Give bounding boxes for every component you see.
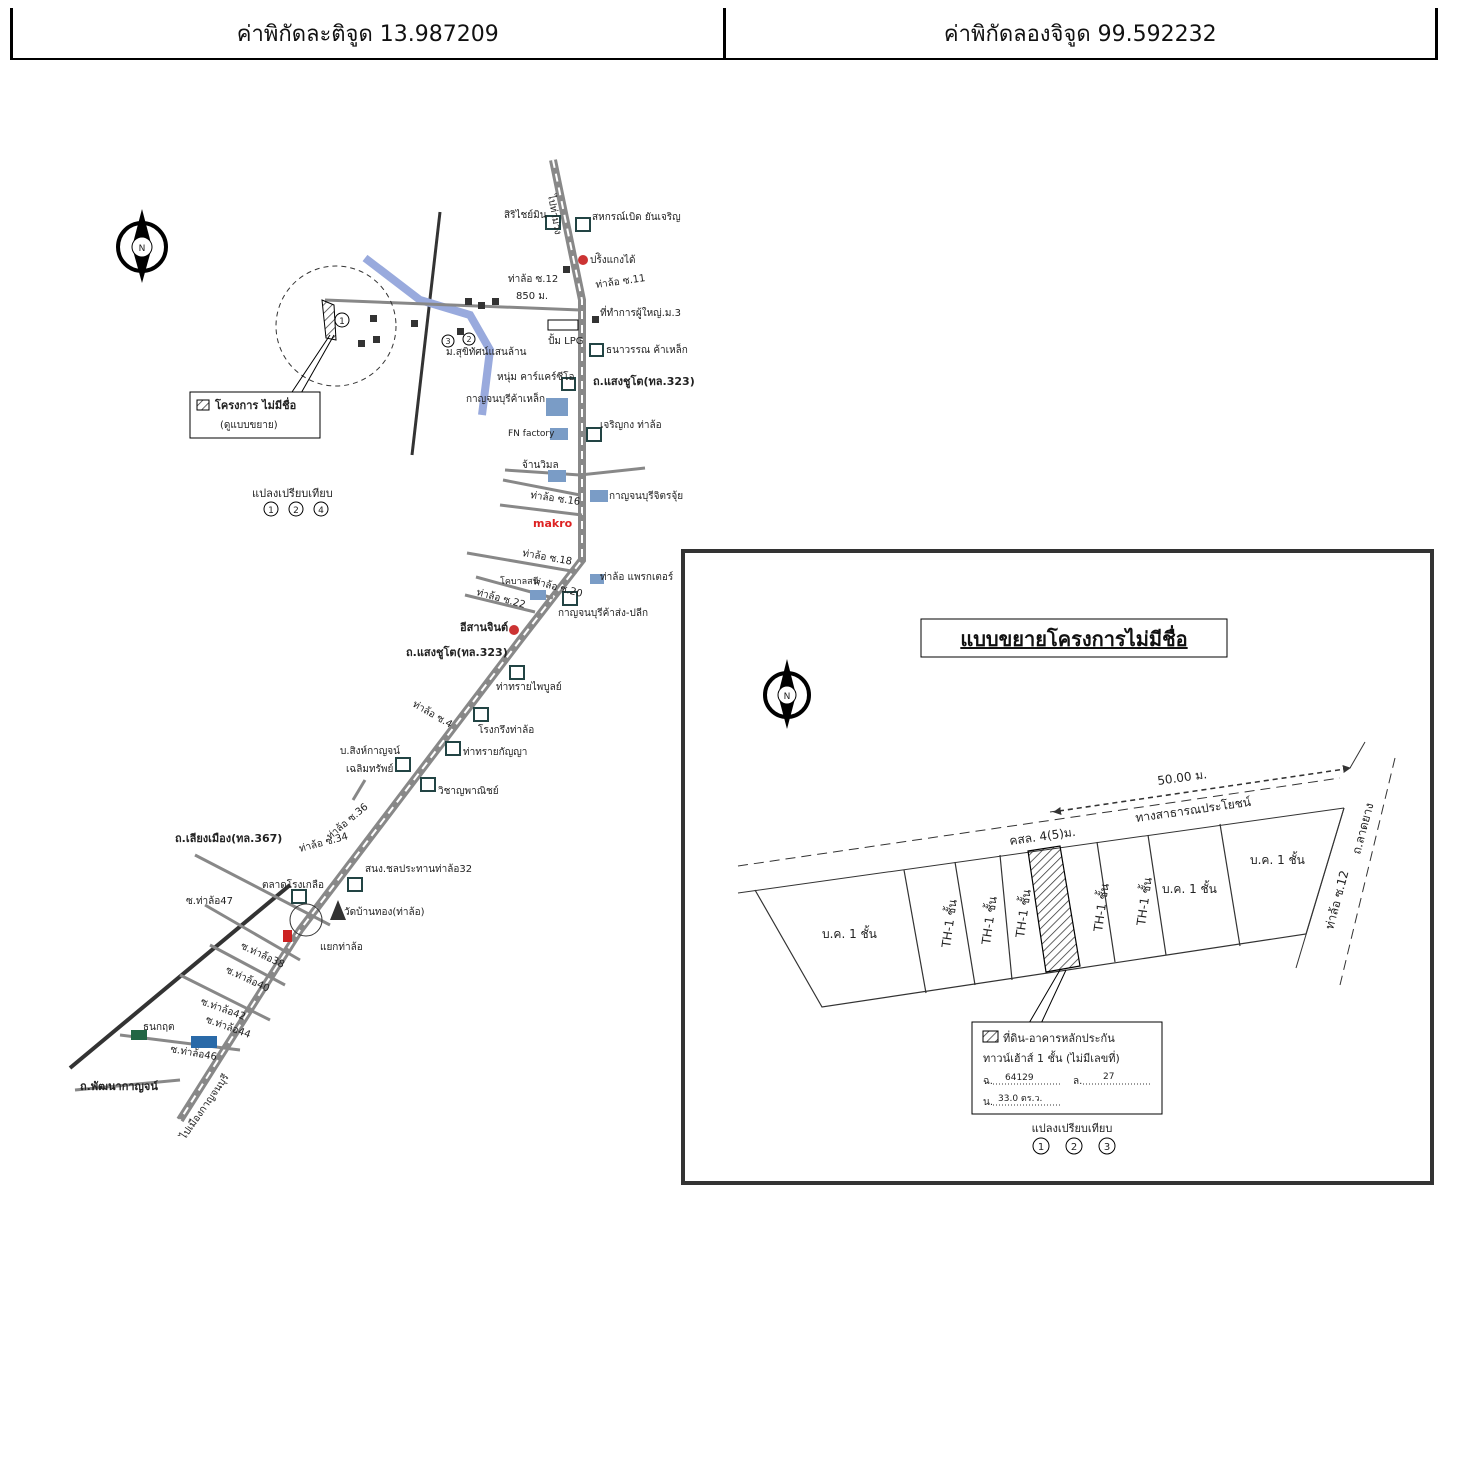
- makro-logo: makro: [533, 517, 573, 530]
- collateral-parcel: [1027, 845, 1081, 973]
- svg-text:ปร้ิงแกงได้: ปร้ิงแกงได้: [590, 252, 636, 266]
- north-label: N: [139, 244, 146, 254]
- svg-text:เฉลิมทรัพย์: เฉลิมทรัพย์: [346, 763, 393, 775]
- detail-north-arrow-icon: N: [763, 659, 811, 729]
- house-icons: [358, 266, 599, 347]
- svg-text:ถ.แสงชูโต(ทล.323): ถ.แสงชูโต(ทล.323): [406, 645, 508, 660]
- building-icons: [291, 215, 604, 904]
- svg-text:ที่ดิน-อาคารหลักประกัน: ที่ดิน-อาคารหลักประกัน: [1003, 1030, 1115, 1045]
- detail-compare-label: แปลงเปรียบเทียบ: [1032, 1122, 1113, 1135]
- overview-compare-markers: 1 2 4: [263, 501, 329, 517]
- svg-text:64129: 64129: [1005, 1073, 1034, 1083]
- svg-text:โรงกรึงท่าล้อ: โรงกรึงท่าล้อ: [478, 723, 534, 736]
- road-edge-dashed: [737, 777, 1341, 867]
- svg-text:บ.สิงห์กาญจน์: บ.สิงห์กาญจน์: [340, 745, 400, 757]
- svg-text:โคบาลสนี: โคบาลสนี: [500, 576, 539, 587]
- dimension-label: 50.00 ม.: [1156, 767, 1207, 788]
- svg-text:สหกรณ์เบิด ยันเจริญ: สหกรณ์เบิด ยันเจริญ: [592, 211, 681, 223]
- longitude-cell: ค่าพิกัดลองจิจูด 99.592232: [726, 8, 1438, 58]
- project-parcel: [321, 299, 337, 341]
- svg-text:ถ.เลียงเมือง(ทล.367): ถ.เลียงเมือง(ทล.367): [175, 832, 282, 845]
- detail-title: แบบขยายโครงการไม่มีชื่อ: [960, 624, 1187, 651]
- svg-text:ตลาดโรงเกลือ: ตลาดโรงเกลือ: [262, 878, 324, 891]
- overview-map: N: [68, 159, 695, 1143]
- svg-text:ฉ.: ฉ.: [983, 1076, 993, 1087]
- svg-text:FN factory: FN factory: [508, 429, 555, 439]
- svg-text:ล.: ล.: [1073, 1076, 1082, 1087]
- landmark-icons: makro: [131, 255, 588, 1048]
- svg-text:ม.สุขิทัศน์แสนล้าน: ม.สุขิทัศน์แสนล้าน: [446, 346, 527, 358]
- svg-text:3: 3: [1104, 1142, 1110, 1153]
- svg-text:ปั้ม LPG: ปั้ม LPG: [548, 333, 583, 347]
- svg-text:อีสานจินต์: อีสานจินต์: [460, 621, 509, 634]
- svg-text:ท่าล้อ ซ.11: ท่าล้อ ซ.11: [595, 272, 646, 291]
- svg-text:ซ.ท่าล้อ38: ซ.ท่าล้อ38: [239, 940, 287, 971]
- legend-sub: (ดูแบบขยาย): [220, 420, 278, 431]
- svg-text:จ้านวิมล: จ้านวิมล: [522, 459, 559, 471]
- svg-text:ท่าล้อ ซ.12: ท่าล้อ ซ.12: [508, 273, 558, 285]
- detail-title-box: [920, 618, 1228, 658]
- dimension-line: [1049, 765, 1351, 813]
- svg-text:สิริไชย์มิน: สิริไชย์มิน: [504, 209, 547, 221]
- detail-parcels: [754, 807, 1345, 1008]
- svg-text:เจริญกง ท่าล้อ: เจริญกง ท่าล้อ: [600, 419, 662, 431]
- circle-markers-near-river: 1 3 2: [334, 312, 476, 348]
- coordinate-bar: ค่าพิกัดละติจูด 13.987209 ค่าพิกัดลองจิจ…: [10, 8, 1438, 60]
- legend-title: โครงการ ไม่มีชื่อ: [214, 397, 296, 412]
- svg-text:850 ม.: 850 ม.: [516, 291, 548, 302]
- svg-text:บ.ค. 1 ชั้น: บ.ค. 1 ชั้น: [822, 925, 877, 941]
- detail-legend: ที่ดิน-อาคารหลักประกัน ทาวน์เฮ้าส์ 1 ชั้…: [971, 1021, 1163, 1115]
- north-arrow-icon: N: [116, 209, 168, 283]
- svg-text:ซ.ท่าล้อ47: ซ.ท่าล้อ47: [186, 895, 233, 907]
- svg-text:น.: น.: [983, 1097, 993, 1108]
- overview-compare-label: แปลงเปรียบเทียบ: [252, 487, 333, 500]
- svg-text:ธนกฤต: ธนกฤต: [143, 1022, 175, 1033]
- svg-text:ธนาวรรณ ค้าเหล็ก: ธนาวรรณ ค้าเหล็ก: [606, 342, 688, 356]
- svg-text:บ.ค. 1 ชั้น: บ.ค. 1 ชั้น: [1250, 851, 1305, 867]
- svg-text:ท่าล้อ ซ.16: ท่าล้อ ซ.16: [530, 489, 581, 508]
- svg-text:กาญจนบุรีจิตรจุ้ย: กาญจนบุรีจิตรจุ้ย: [609, 490, 683, 502]
- svg-text:1: 1: [268, 506, 274, 516]
- svg-text:27: 27: [1103, 1072, 1114, 1082]
- latitude-cell: ค่าพิกัดละติจูด 13.987209: [10, 8, 726, 58]
- railway: [410, 211, 442, 456]
- detail-north-label: N: [784, 692, 791, 702]
- detail-compare-markers: 1 2 3: [1032, 1137, 1116, 1155]
- svg-text:1: 1: [339, 317, 345, 327]
- svg-text:2: 2: [293, 506, 299, 516]
- detail-map: แบบขยายโครงการไม่มีชื่อ N 50.00 ม. คสล. …: [681, 549, 1434, 1185]
- svg-text:วัดบ้านทอง(ท่าล้อ): วัดบ้านทอง(ท่าล้อ): [344, 906, 425, 918]
- project-legend: โครงการ ไม่มีชื่อ (ดูแบบขยาย): [189, 391, 321, 439]
- soi12-dashed: [1339, 757, 1396, 986]
- svg-text:ทาวน์เฮ้าส์ 1 ชั้น (ไม่มีเลขที: ทาวน์เฮ้าส์ 1 ชั้น (ไม่มีเลขที่): [983, 1050, 1120, 1065]
- longitude-text: ค่าพิกัดลองจิจูด 99.592232: [943, 21, 1217, 47]
- svg-text:ถ.พัฒนากาญจน์: ถ.พัฒนากาญจน์: [80, 1080, 158, 1093]
- svg-text:กาญจนบุรีค้าส่ง-ปลีก: กาญจนบุรีค้าส่ง-ปลีก: [558, 607, 648, 619]
- svg-text:แยกท่าล้อ: แยกท่าล้อ: [320, 941, 363, 953]
- river: [362, 254, 495, 416]
- svg-text:ท่าล้อ แพรกเตอร์: ท่าล้อ แพรกเตอร์: [600, 571, 674, 583]
- svg-text:กาญจนบุรีค้าเหล็ก: กาญจนบุรีค้าเหล็ก: [466, 391, 545, 405]
- svg-text:2: 2: [1071, 1142, 1077, 1153]
- svg-text:ท่าทรายกัญญา: ท่าทรายกัญญา: [463, 747, 527, 758]
- latitude-text: ค่าพิกัดละติจูด 13.987209: [236, 21, 499, 47]
- svg-text:วิชาญพาณิชย์: วิชาญพาณิชย์: [438, 785, 499, 797]
- svg-text:ที่ทำการผู้ใหญ่.ม.3: ที่ทำการผู้ใหญ่.ม.3: [600, 305, 681, 319]
- overview-labels: ไปท่าม่วง สิริไชย์มิน สหกรณ์เบิด ยันเจริ…: [80, 192, 695, 1142]
- svg-text:หนุ่ม คาร์แคร์ซีโอ: หนุ่ม คาร์แคร์ซีโอ: [497, 370, 575, 383]
- project-area-circle: [275, 265, 397, 387]
- factory-icons: [530, 398, 608, 600]
- svg-text:3: 3: [445, 337, 450, 346]
- svg-text:2: 2: [466, 335, 471, 344]
- svg-text:ถ.แสงชูโต(ทล.323): ถ.แสงชูโต(ทล.323): [593, 374, 695, 389]
- svg-text:สนง.ชลประทานท่าล้อ32: สนง.ชลประทานท่าล้อ32: [365, 863, 472, 875]
- svg-text:33.0 ตร.ว.: 33.0 ตร.ว.: [998, 1094, 1042, 1104]
- svg-text:ท่าล้อ ซ.4: ท่าล้อ ซ.4: [411, 698, 455, 730]
- svg-text:4: 4: [318, 506, 324, 516]
- svg-text:ท่าทรายไพบูลย์: ท่าทรายไพบูลย์: [496, 681, 562, 693]
- svg-text:บ.ค. 1 ชั้น: บ.ค. 1 ชั้น: [1162, 880, 1217, 896]
- svg-text:1: 1: [1038, 1142, 1044, 1153]
- side-roads: [74, 298, 646, 1092]
